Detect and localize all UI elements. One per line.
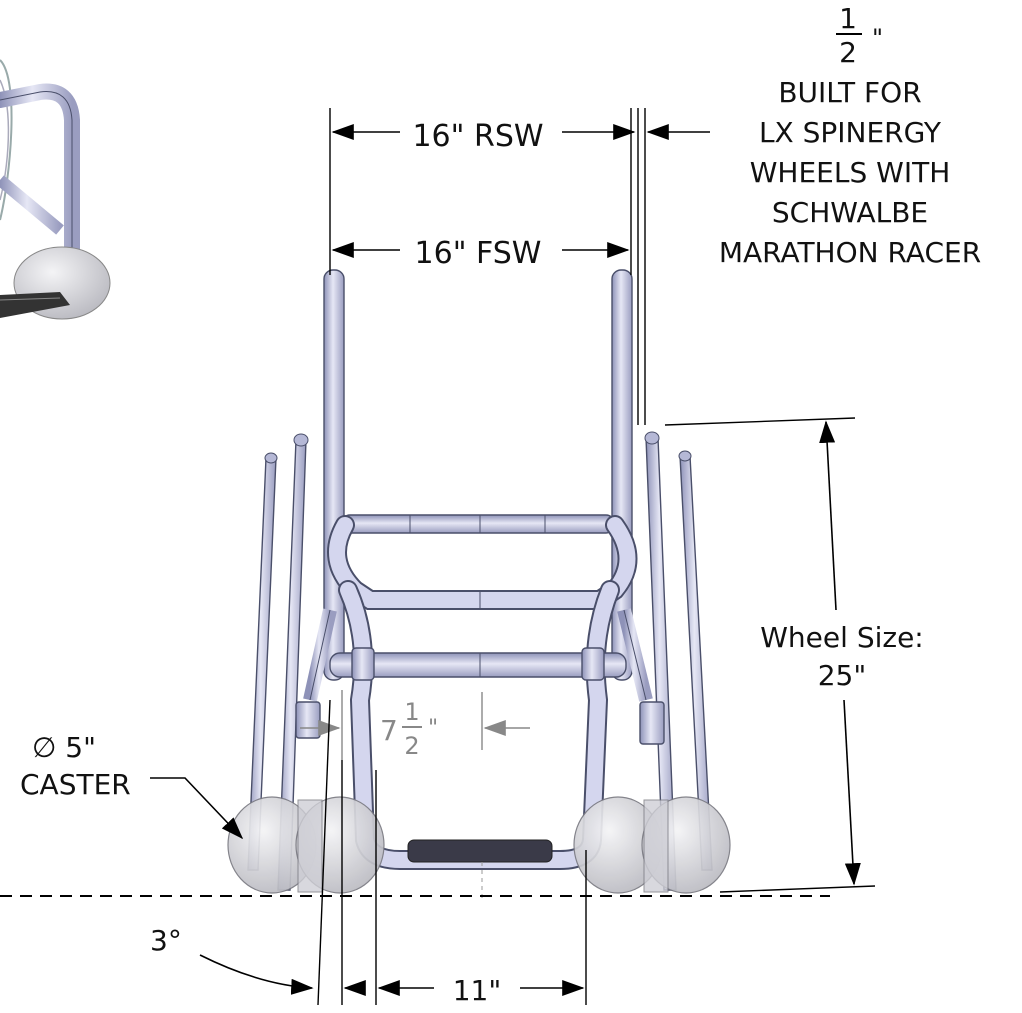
built-for-line-3: WHEELS WITH — [750, 156, 951, 189]
built-for-line-1: BUILT FOR — [778, 76, 921, 109]
offset-whole: 7 — [380, 714, 398, 747]
built-for-line-4: SCHWALBE — [772, 196, 928, 229]
offset-dimension: 7 1 2 " — [300, 690, 530, 760]
built-for-line-5: MARATHON RACER — [719, 236, 981, 269]
offset-unit: " — [428, 716, 438, 741]
caster-left — [227, 796, 385, 894]
footrest-width-dimension: 11" — [343, 770, 587, 1007]
caster-label: CASTER — [20, 768, 131, 801]
camber-label: 3° — [150, 924, 182, 957]
built-for-line-2: LX SPINERGY — [759, 116, 942, 149]
half-inch-unit: " — [872, 24, 883, 52]
fsw-label: 16" FSW — [415, 236, 542, 271]
wheel-size-dimension — [664, 417, 876, 893]
half-inch-denominator: 2 — [839, 36, 857, 69]
offset-denominator: 2 — [404, 732, 419, 760]
width-dimensions — [329, 108, 710, 425]
offset-numerator: 1 — [404, 698, 419, 726]
rsw-label: 16" RSW — [412, 119, 543, 154]
caster-diameter-label: ∅ 5" — [32, 731, 96, 764]
rear-wheel-left — [247, 433, 309, 891]
half-inch-numerator: 1 — [839, 2, 857, 35]
caster-callout: ∅ 5" CASTER — [20, 731, 244, 840]
footrest-width-label: 11" — [453, 974, 502, 1007]
caster-right — [573, 796, 731, 894]
wheelchair-frame — [295, 269, 665, 898]
wheel-size-line-1: Wheel Size: — [760, 621, 923, 654]
camber-dimension: 3° — [150, 699, 343, 1006]
half-inch-fraction: 1 2 " — [836, 2, 883, 69]
built-for-note: BUILT FOR LX SPINERGY WHEELS WITH SCHWAL… — [719, 76, 981, 269]
isometric-view-partial — [0, 59, 111, 320]
wheel-size-line-2: 25" — [818, 659, 867, 692]
